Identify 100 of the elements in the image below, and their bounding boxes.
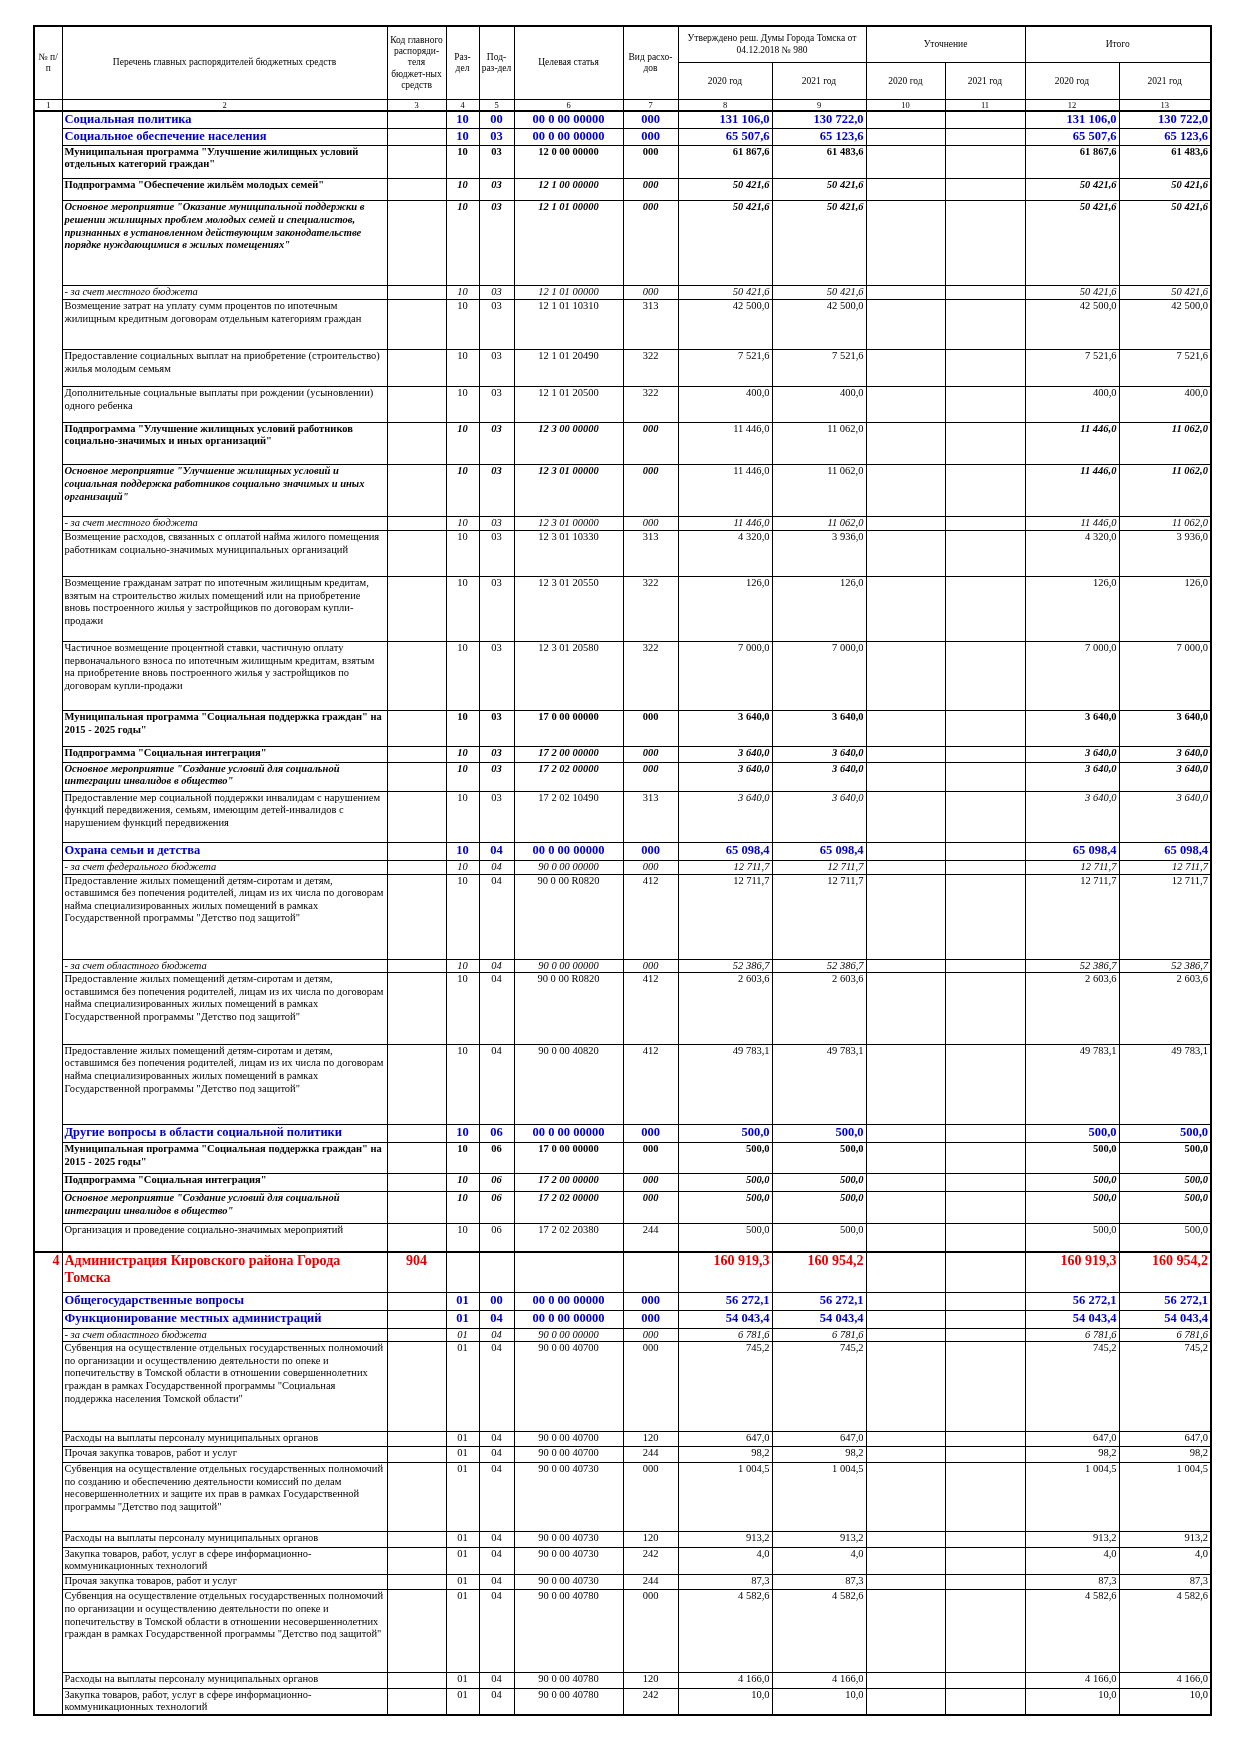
amount-value: 3 936,0 [832,531,864,543]
budget-code: 03 [491,387,502,399]
budget-code: 01 [457,1342,468,1354]
budget-code: 03 [491,350,502,362]
budget-code: 01 [457,1575,468,1586]
amount-value: 3 640,0 [832,711,864,723]
item-name: Подпрограмма "Улучшение жилищных условий работников социально-значимых и иных организаций" [64,423,353,447]
amount-value: 49 783,1 [1079,1045,1117,1056]
budget-code: 10 [457,577,468,589]
amount-value: 3 640,0 [1176,711,1208,723]
column-number: 11 [980,100,990,110]
item-name: Возмещение расходов, связанных с оплатой найма жилого помещения работникам социально-значимых муниципальных организаций [64,531,380,555]
amount-value: 98,2 [845,1447,864,1459]
item-name: Возмещение затрат на уплату сумм процентов по ипотечным жилищным кредитным договорам отдельным категориям граждан [64,300,362,324]
budget-code: 90 0 00 40730 [538,1532,599,1544]
budget-code: 04 [491,1590,502,1602]
budget-code: 01 [457,1689,468,1700]
amount-value: 98,2 [1098,1447,1117,1459]
amount-value: 56 272,1 [819,1293,864,1307]
budget-code: 06 [491,1143,502,1155]
budget-code: 000 [642,1143,659,1155]
item-name: Прочая закупка товаров, работ и услуг [64,1575,237,1586]
budget-code: 10 [457,792,468,803]
amount-value: 126,0 [839,577,864,589]
budget-code: 000 [642,1590,659,1602]
budget-code: 242 [642,1689,659,1700]
amount-value: 2 603,6 [738,973,770,985]
budget-code: 03 [491,747,502,759]
budget-code: 04 [491,1463,502,1474]
amount-value: 65 098,4 [725,843,770,858]
budget-code: 00 0 00 00000 [532,112,605,127]
budget-code: 10 [457,286,468,298]
budget-code: 01 [456,1311,469,1325]
budget-code: 10 [457,146,468,157]
amount-value: 647,0 [1184,1432,1208,1443]
amount-value: 500,0 [741,1125,770,1140]
amount-value: 745,2 [1092,1342,1117,1354]
amount-value: 54 043,4 [1072,1311,1117,1325]
amount-value: 500,0 [745,1192,770,1204]
amount-value: 6 781,6 [832,1329,864,1340]
amount-value: 7 000,0 [738,642,770,653]
item-name: - за счет областного бюджета [64,1329,207,1340]
amount-value: 7 521,6 [832,350,864,362]
amount-value: 647,0 [1092,1432,1117,1443]
budget-code: 10 [457,861,468,873]
budget-code: 17 2 02 20380 [538,1224,599,1235]
amount-value: 12 711,7 [1080,875,1117,886]
amount-value: 87,3 [1098,1575,1117,1586]
amount-value: 11 062,0 [1172,517,1208,528]
budget-code: 12 1 01 20500 [538,387,599,399]
amount-value: 12 711,7 [827,861,864,873]
budget-code: 12 3 01 00000 [538,517,599,528]
amount-value: 11 062,0 [827,423,864,434]
item-name: Основное мероприятие "Оказание муниципальной поддержки в решении жилищных проблем молодых семей и специалистов, признанных в установленном действующим законодательстве порядке нуждающимися в жилых помещениях" [64,201,365,251]
amount-value: 2 603,6 [1085,973,1117,985]
budget-code: 000 [642,763,659,774]
column-header: Итого [1105,39,1130,49]
budget-code: 000 [642,1174,659,1186]
budget-code: 04 [491,1447,502,1459]
budget-code: 000 [642,747,659,759]
amount-value: 50 421,6 [1171,201,1208,213]
budget-code: 000 [642,960,659,971]
budget-code: 03 [490,129,503,143]
amount-value: 3 640,0 [1176,763,1208,774]
item-name: Предоставление жилых помещений детям-сиротам и детям, оставшимся без попечения родителей, лицам из их числа по договорам найма специализированных жилых помещений в рамках Государственной программы "Детство под защитой" [64,875,384,924]
budget-code: 03 [491,531,502,543]
budget-code: 90 0 00 40700 [538,1342,599,1354]
budget-code: 04 [491,1548,502,1559]
budget-code: 322 [642,577,659,589]
amount-value: 500,0 [1179,1125,1208,1140]
budget-code: 00 0 00 00000 [532,1311,605,1325]
budget-code: 244 [642,1224,659,1235]
budget-code: 313 [642,792,659,803]
year-header: 2020 год [888,75,923,86]
amount-value: 7 521,6 [738,350,770,362]
budget-code: 412 [642,973,659,985]
column-number: 6 [566,100,571,110]
column-number: 4 [460,100,465,110]
budget-code: 12 3 01 00000 [538,465,599,477]
amount-value: 10,0 [845,1689,864,1700]
amount-value: 6 781,6 [1176,1329,1208,1340]
budget-code: 000 [642,1192,659,1204]
item-name: Функционирование местных администраций [64,1311,322,1325]
budget-code: 313 [642,531,659,543]
budget-code: 00 0 00 00000 [532,1125,605,1140]
budget-code: 03 [491,642,502,653]
amount-value: 3 640,0 [1176,747,1208,759]
amount-value: 4 166,0 [738,1673,770,1685]
item-name: Предоставление мер социальной поддержки инвалидам с нарушением функций передвижения, семьям, имеющим детей-инвалидов с нарушением функций передвижения [64,792,381,828]
budget-code: 12 3 01 20550 [538,577,599,589]
column-header: Под-раз-дел [481,51,512,74]
amount-value: 61 483,6 [1171,146,1208,157]
amount-value: 42 500,0 [1171,300,1208,311]
budget-code: 12 1 01 00000 [538,201,599,213]
budget-code: 17 2 00 00000 [538,1174,599,1186]
amount-value: 50 421,6 [826,201,864,213]
amount-value: 500,0 [839,1192,864,1204]
year-header: 2021 год [967,75,1003,86]
budget-code: 10 [457,1192,468,1204]
item-name: Закупка товаров, работ, услуг в сфере информационно-коммуникационных технологий [64,1548,312,1572]
